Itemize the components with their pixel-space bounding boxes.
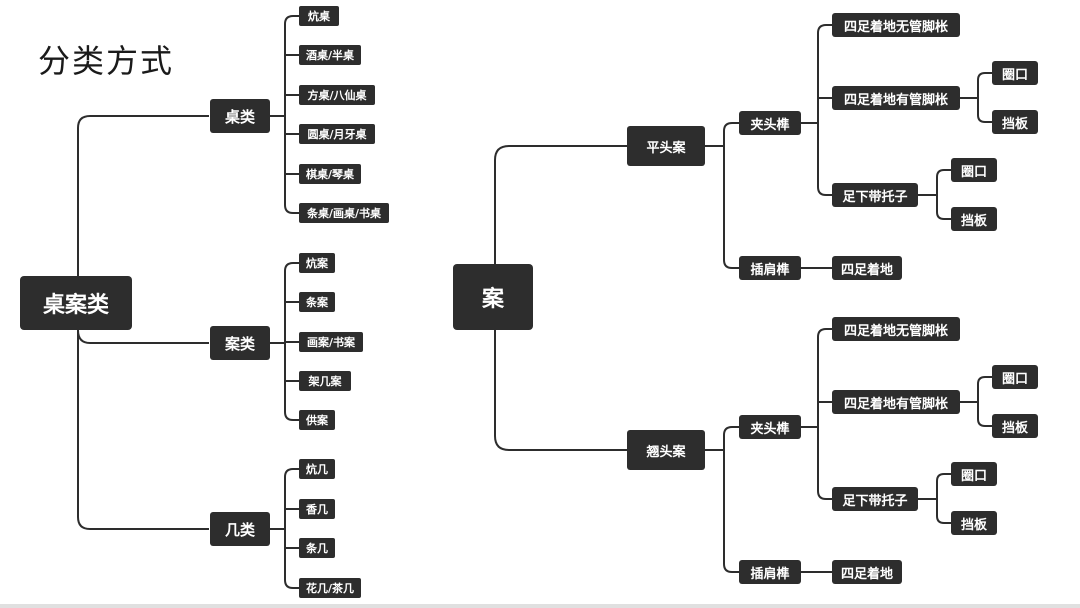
detail-node-dang-ban: 挡板 — [951, 207, 997, 231]
joint-node-cha-jian-sun: 插肩榫 — [739, 256, 801, 280]
connector-line — [723, 426, 739, 436]
connector-line — [977, 418, 992, 427]
detail-node-quan-kou: 圈口 — [992, 61, 1038, 85]
connector-line — [494, 330, 627, 451]
leaf-node: 酒桌/半桌 — [299, 45, 361, 65]
detail-node-quan-kou: 圈口 — [951, 158, 997, 182]
leaf-node: 条桌/画桌/书桌 — [299, 203, 389, 223]
form-node: 四足着地无管脚枨 — [832, 317, 960, 341]
connector-line — [817, 24, 832, 34]
connector-line — [723, 563, 739, 573]
form-node: 四足着地有管脚枨 — [832, 390, 960, 414]
joint-node-cha-jian-sun: 插肩榫 — [739, 560, 801, 584]
connector-line — [284, 468, 299, 478]
category-node-2: 几类 — [210, 512, 270, 546]
leaf-node: 花几/茶几 — [299, 578, 361, 598]
leaf-node: 架几案 — [299, 371, 351, 391]
connector-line — [77, 115, 209, 276]
leaf-node: 条几 — [299, 538, 335, 558]
connector-line — [494, 145, 627, 264]
connector-line — [817, 186, 832, 196]
form-node: 四足着地 — [832, 256, 902, 280]
leaf-node: 炕案 — [299, 253, 335, 273]
connector-line — [977, 376, 992, 385]
leaf-node: 方桌/八仙桌 — [299, 85, 375, 105]
detail-node-quan-kou: 圈口 — [992, 365, 1038, 389]
connector-line — [936, 169, 951, 178]
connector-line — [284, 262, 299, 272]
page-title: 分类方式 — [38, 42, 175, 80]
leaf-node: 炕桌 — [299, 6, 339, 26]
detail-node-quan-kou: 圈口 — [951, 462, 997, 486]
leaf-node: 香几 — [299, 499, 335, 519]
form-node: 四足着地无管脚枨 — [832, 13, 960, 37]
joint-node-jia-tou-sun: 夹头榫 — [739, 111, 801, 135]
connector-line — [723, 122, 739, 132]
category-node-0: 桌类 — [210, 99, 270, 133]
detail-node-dang-ban: 挡板 — [951, 511, 997, 535]
connector-line — [936, 211, 951, 220]
category-node-1: 案类 — [210, 326, 270, 360]
leaf-node: 条案 — [299, 292, 335, 312]
leaf-node: 画案/书案 — [299, 332, 363, 352]
branch-node-1: 翘头案 — [627, 430, 705, 470]
connector-line — [817, 328, 832, 338]
form-node: 足下带托子 — [832, 487, 918, 511]
connector-line — [936, 515, 951, 524]
bottom-divider — [0, 604, 1080, 608]
joint-node-jia-tou-sun: 夹头榫 — [739, 415, 801, 439]
form-node: 足下带托子 — [832, 183, 918, 207]
form-node: 四足着地有管脚枨 — [832, 86, 960, 110]
leaf-node: 供案 — [299, 410, 335, 430]
connector-line — [936, 473, 951, 482]
leaf-node: 炕几 — [299, 459, 335, 479]
connector-line — [77, 329, 209, 344]
detail-node-dang-ban: 挡板 — [992, 110, 1038, 134]
form-node: 四足着地 — [832, 560, 902, 584]
detail-node-dang-ban: 挡板 — [992, 414, 1038, 438]
branch-node-0: 平头案 — [627, 126, 705, 166]
connector-line — [817, 490, 832, 500]
connector-line — [723, 259, 739, 269]
connector-line — [284, 15, 299, 25]
connector-line — [284, 411, 299, 421]
connector-line — [977, 72, 992, 81]
root-node-an: 案 — [453, 264, 533, 330]
connector-line — [977, 114, 992, 123]
root-node-zhuo-an-lei: 桌案类 — [20, 276, 132, 330]
leaf-node: 圆桌/月牙桌 — [299, 124, 375, 144]
connector-line — [284, 579, 299, 589]
connector-line — [77, 330, 209, 530]
leaf-node: 棋桌/琴桌 — [299, 164, 361, 184]
connector-line — [284, 204, 299, 214]
